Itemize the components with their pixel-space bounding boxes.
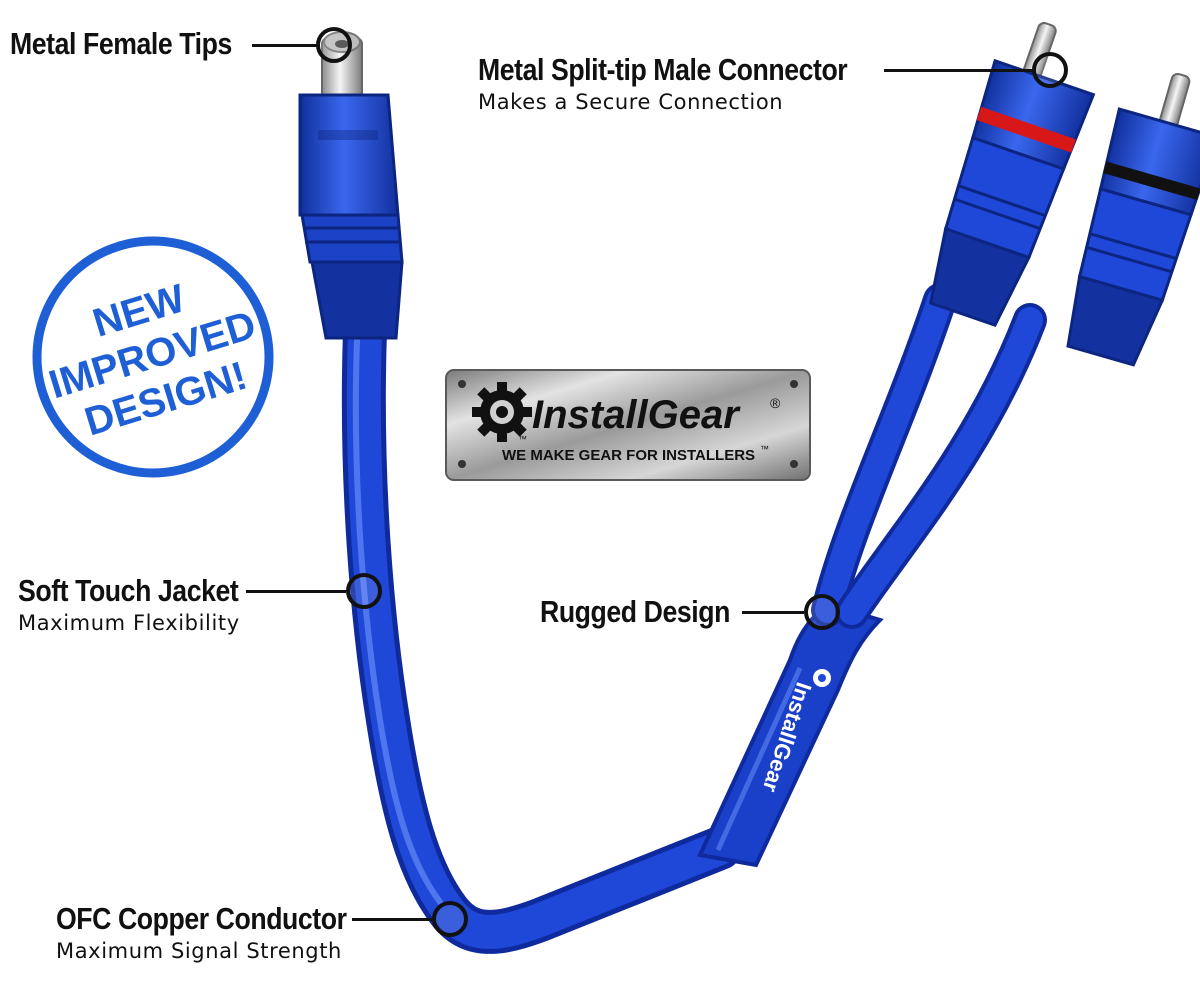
- callout-metal-split-tip: Metal Split-tip Male Connector Makes a S…: [478, 52, 907, 116]
- marker-circle: [432, 901, 468, 937]
- callout-ofc: OFC Copper Conductor Maximum Signal Stre…: [56, 901, 394, 965]
- brand-reg-mark: ®: [770, 395, 781, 411]
- callout-title: OFC Copper Conductor: [56, 901, 347, 936]
- brand-tagline: WE MAKE GEAR FOR INSTALLERS: [502, 447, 755, 464]
- callout-rugged: Rugged Design: [540, 594, 761, 630]
- callout-title: Rugged Design: [540, 594, 730, 629]
- leader-line: [742, 611, 804, 614]
- callout-title: Soft Touch Jacket: [18, 573, 239, 608]
- marker-circle: [346, 573, 382, 609]
- new-improved-badge: NEW IMPROVED DESIGN!: [32, 236, 274, 478]
- marker-circle: [316, 27, 352, 63]
- callout-title: Metal Split-tip Male Connector: [478, 52, 848, 87]
- female-rca-connector: [298, 31, 404, 340]
- leader-line: [246, 590, 346, 593]
- callout-metal-female-tips: Metal Female Tips: [10, 26, 268, 62]
- male-rca-connector-black: [1066, 72, 1200, 367]
- callout-subtitle: Makes a Secure Connection: [478, 90, 784, 114]
- leader-line: [352, 918, 432, 921]
- marker-circle: [804, 594, 840, 630]
- callout-soft-touch: Soft Touch Jacket Maximum Flexibility: [18, 573, 274, 637]
- cable-branches: [811, 283, 1047, 629]
- gear-icon: [472, 382, 532, 442]
- y-split-boot: [697, 602, 884, 868]
- male-rca-connector-red: [928, 22, 1096, 328]
- marker-circle: [1032, 52, 1068, 88]
- brand-name: InstallGear: [532, 393, 741, 437]
- brand-tm-mark: ™: [518, 434, 527, 444]
- callout-subtitle: Maximum Signal Strength: [56, 939, 342, 963]
- brand-plate: InstallGear ® ™ WE MAKE GEAR FOR INSTALL…: [445, 369, 811, 481]
- cable-print-gear-icon: [813, 669, 831, 687]
- leader-line: [252, 44, 318, 47]
- callout-subtitle: Maximum Flexibility: [18, 611, 240, 635]
- leader-line: [884, 69, 1034, 72]
- brand-tagline-tm: ™: [760, 444, 769, 454]
- cable-main: [341, 308, 742, 954]
- callout-title: Metal Female Tips: [10, 26, 232, 61]
